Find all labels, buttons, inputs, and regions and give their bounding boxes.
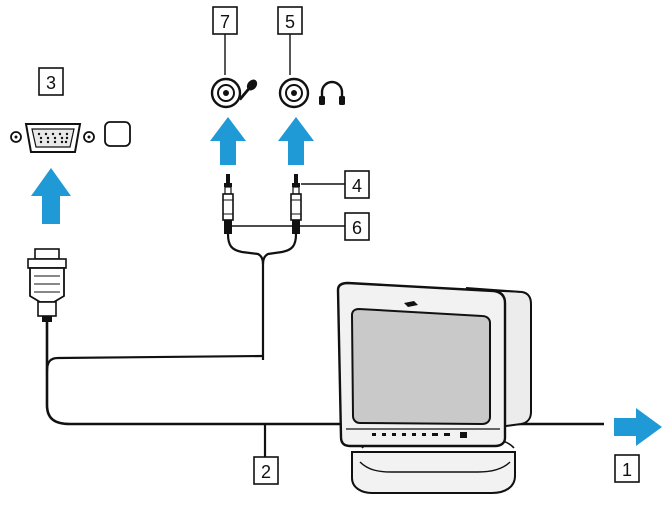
- vga-port-icon: [10, 123, 95, 153]
- headphone-plug: [290, 174, 302, 234]
- display-icon: [104, 121, 131, 147]
- vga-plug: [27, 248, 67, 322]
- callout-4: 4: [344, 170, 370, 199]
- arrow-icon: [614, 408, 662, 446]
- audio-cable: [226, 233, 265, 360]
- callout-5: 5: [277, 6, 303, 35]
- callout-1: 1: [614, 454, 640, 483]
- svg-text:5: 5: [285, 12, 295, 32]
- callout-2: 2: [253, 456, 279, 485]
- callout-3: 3: [38, 67, 64, 96]
- svg-text:2: 2: [261, 462, 271, 482]
- svg-text:6: 6: [352, 218, 362, 238]
- audio-cable: [261, 233, 298, 265]
- microphone-plug: [222, 174, 234, 234]
- svg-text:4: 4: [352, 176, 362, 196]
- headphone-jack: [278, 77, 310, 109]
- svg-text:3: 3: [46, 73, 56, 93]
- svg-text:7: 7: [220, 12, 230, 32]
- headphones-icon: [319, 80, 345, 105]
- microphone-icon: [238, 79, 258, 101]
- microphone-jack: [210, 77, 242, 109]
- crt-monitor: [336, 281, 532, 494]
- arrow-icon: [278, 117, 314, 165]
- arrow-icon: [210, 117, 246, 165]
- callout-7: 7: [212, 6, 238, 35]
- arrow-icon: [31, 168, 71, 224]
- vga-cable: [45, 322, 604, 426]
- svg-text:1: 1: [622, 460, 632, 480]
- callout-6: 6: [344, 212, 370, 241]
- audio-cable: [45, 354, 264, 373]
